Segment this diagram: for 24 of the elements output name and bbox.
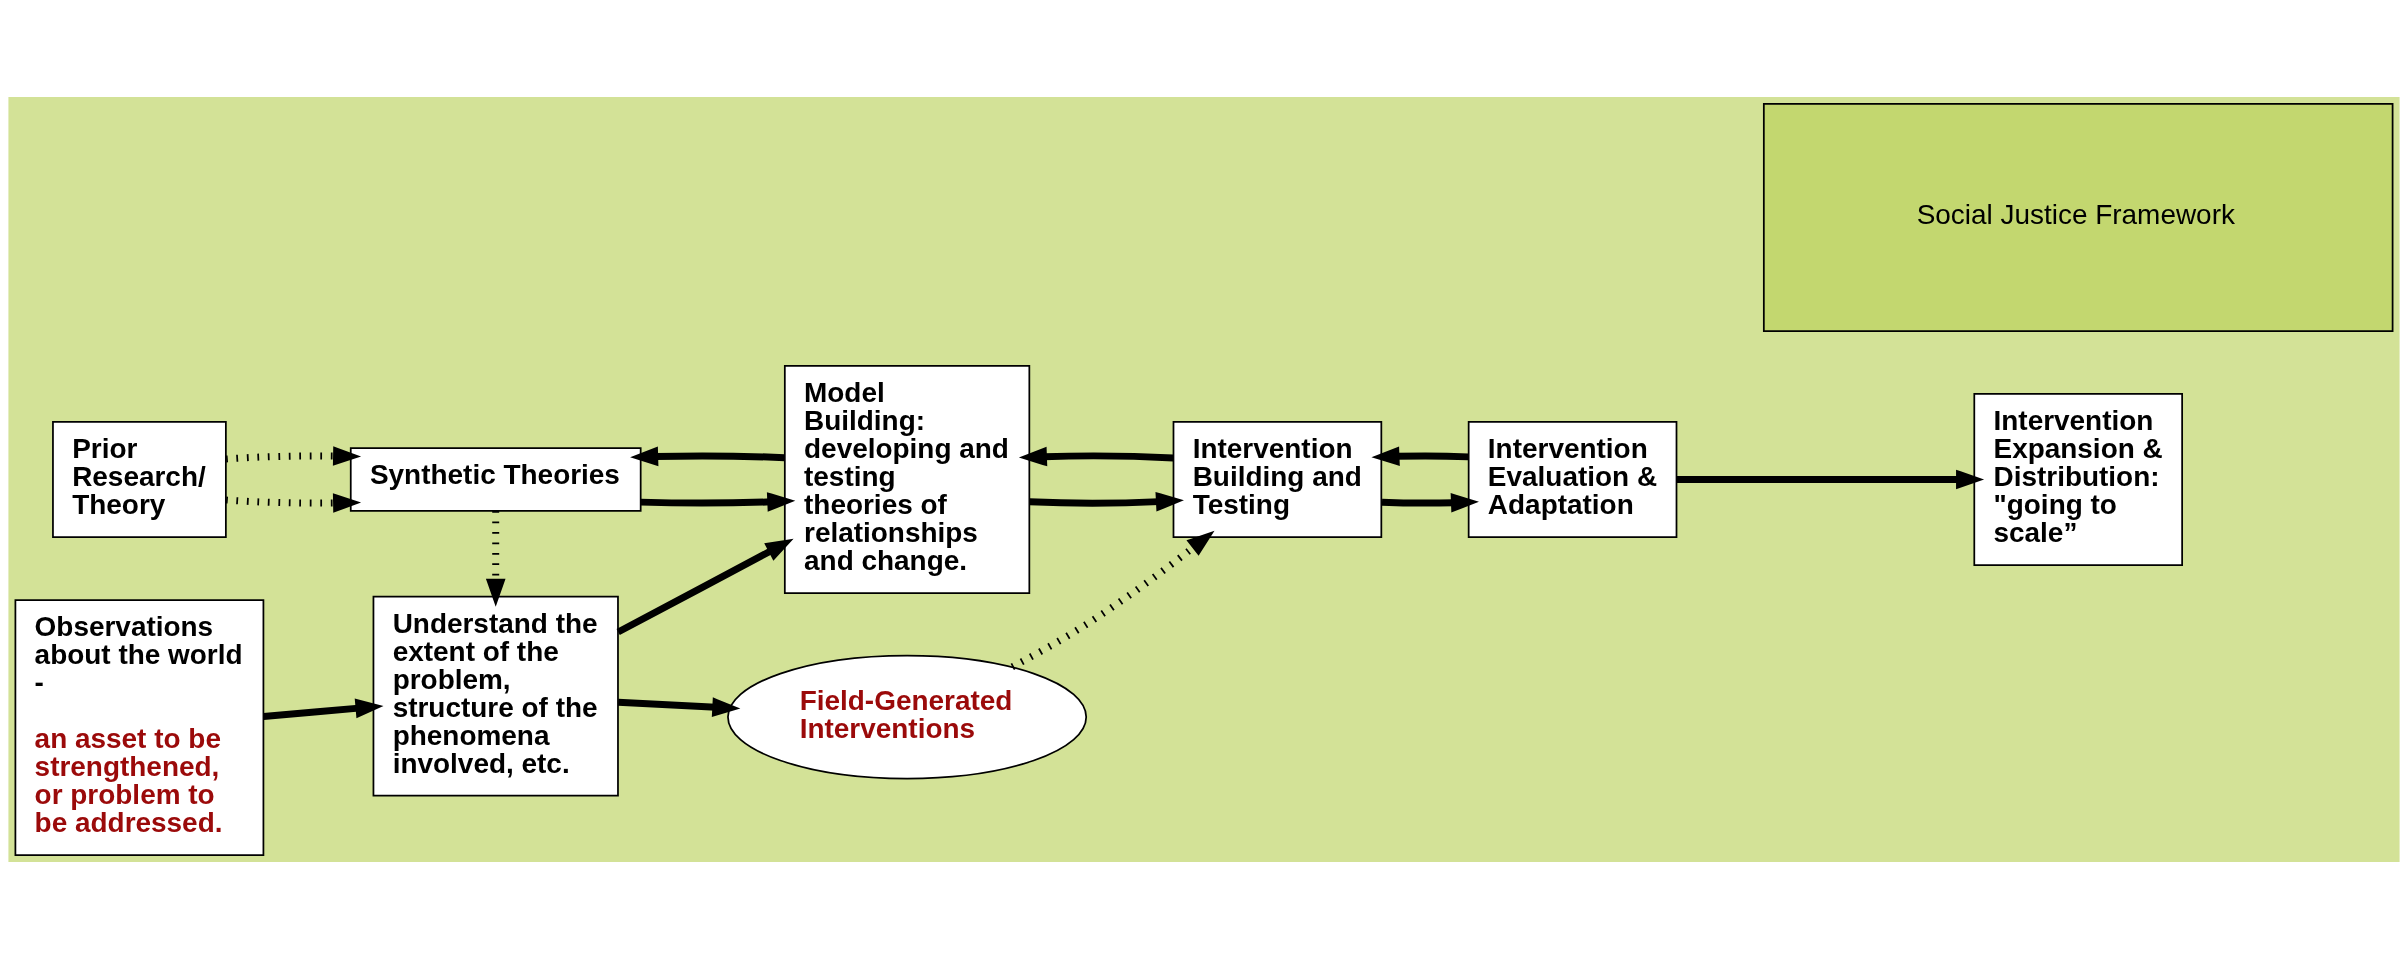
- node-box: Social Justice Framework: [1762, 103, 2394, 332]
- arrow: [263, 698, 384, 721]
- node-box: Model Building: developing and testing theories of relationships and change.: [783, 365, 1031, 594]
- arrow: [485, 510, 506, 607]
- arrow: [225, 493, 362, 513]
- arrow: [1381, 492, 1479, 513]
- node-box: Intervention Evaluation & Adaptation: [1467, 421, 1678, 538]
- arrow: [630, 446, 785, 467]
- arrow: [225, 446, 362, 466]
- arrow: [1371, 446, 1469, 467]
- node-box: Synthetic Theories: [349, 447, 642, 512]
- node-box: Observations about the world - an asset to be strengthened, or problem to be addressed.: [14, 599, 265, 856]
- arrow: [640, 492, 796, 512]
- node-ellipse: Field-Generated Interventions: [727, 654, 1088, 780]
- arrow: [1010, 530, 1215, 670]
- arrow: [1029, 491, 1184, 512]
- arrow: [616, 538, 794, 636]
- arrow: [1676, 469, 1985, 490]
- node-box: Intervention Building and Testing: [1172, 421, 1383, 538]
- arrow: [618, 697, 741, 717]
- arrow: [1018, 446, 1174, 467]
- node-box: Prior Research/ Theory: [52, 421, 227, 538]
- node-box: Understand the extent of the problem, structure of the phenomena involved, etc.: [372, 595, 619, 797]
- node-box: Intervention Expansion & Distribution: "going to scale”: [1973, 393, 2183, 566]
